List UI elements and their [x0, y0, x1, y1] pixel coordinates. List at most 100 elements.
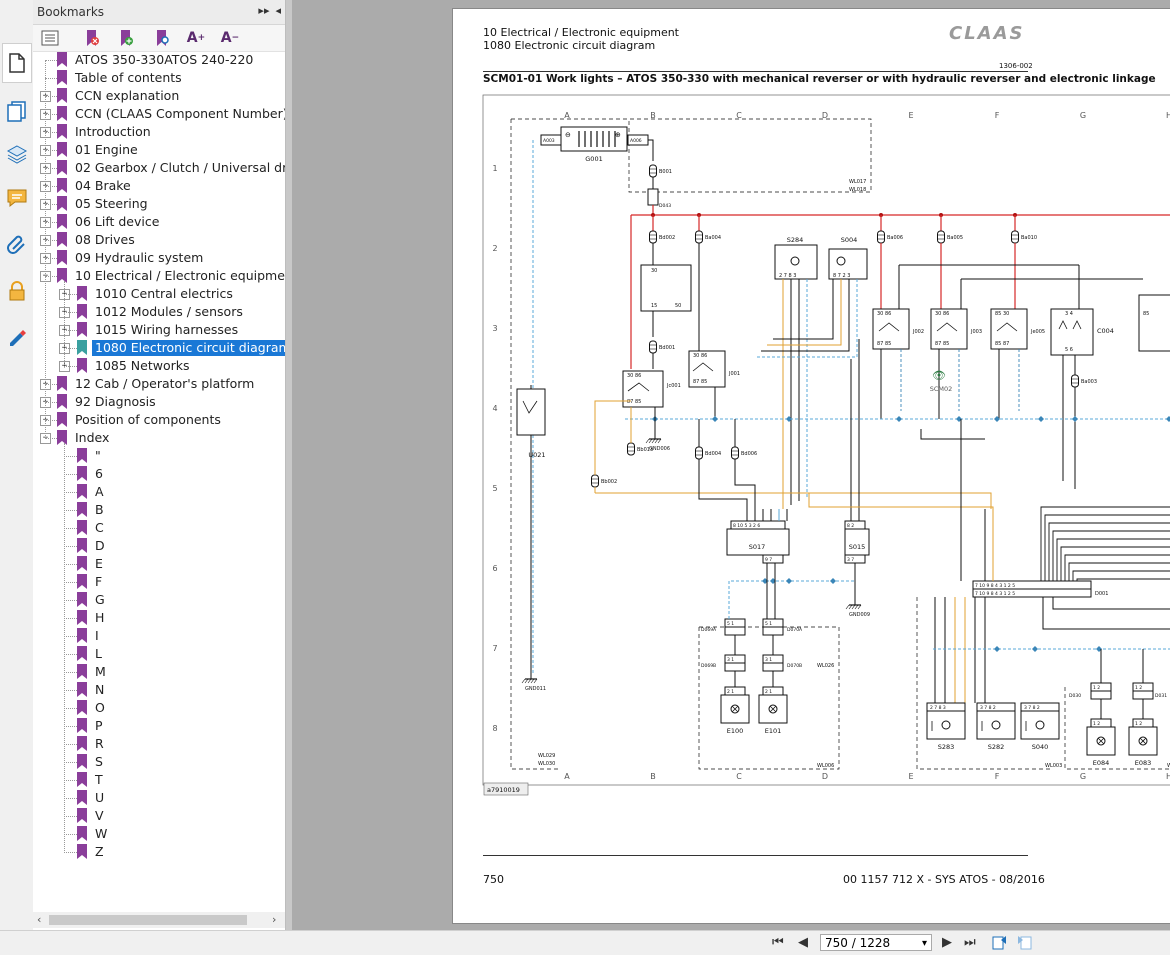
page-thumbnail-icon[interactable]: [2, 43, 32, 83]
bookmark-item[interactable]: ": [33, 447, 285, 465]
bookmark-item[interactable]: Table of contents: [33, 69, 285, 87]
page-number-input[interactable]: 750 / 1228 ▾: [820, 934, 932, 951]
pin-strip: [724, 662, 746, 672]
bookmark-item[interactable]: ATOS 350-330ATOS 240-220: [33, 51, 285, 69]
bookmark-item[interactable]: +08 Drives: [33, 231, 285, 249]
decrease-text-size-icon[interactable]: A−: [219, 28, 241, 48]
bookmark-item[interactable]: +05 Steering: [33, 195, 285, 213]
scroll-left-icon[interactable]: ‹: [37, 913, 42, 926]
bookmark-item[interactable]: +1012 Modules / sensors: [33, 303, 285, 321]
wire: [1058, 320, 1068, 330]
last-page-button[interactable]: ⏭: [964, 935, 976, 950]
pin-label: 3 1: [727, 657, 734, 663]
bookmark-item[interactable]: +12 Cab / Operator's platform: [33, 375, 285, 393]
bookmark-item[interactable]: +1085 Networks: [33, 357, 285, 375]
horizontal-scrollbar[interactable]: ‹ ›: [33, 912, 285, 928]
bookmark-item[interactable]: T: [33, 771, 285, 789]
bookmark-item[interactable]: +01 Engine: [33, 141, 285, 159]
bookmark-item[interactable]: +CCN explanation: [33, 87, 285, 105]
bookmark-item[interactable]: D: [33, 537, 285, 555]
previous-view-icon[interactable]: [992, 934, 1008, 954]
page-dropdown-icon[interactable]: ▾: [921, 938, 927, 949]
bookmark-item[interactable]: G: [33, 591, 285, 609]
tree-connector: [64, 726, 77, 727]
find-bookmark-icon[interactable]: [151, 28, 173, 48]
comments-icon[interactable]: [4, 185, 30, 211]
increase-text-size-icon[interactable]: A+: [185, 28, 207, 48]
grid-column-label: B: [650, 772, 656, 781]
bookmark-item[interactable]: A: [33, 483, 285, 501]
security-lock-icon[interactable]: [4, 278, 30, 304]
next-page-button[interactable]: ▶: [942, 935, 952, 950]
bookmark-item[interactable]: Z: [33, 843, 285, 861]
pages-icon[interactable]: [4, 98, 30, 124]
bookmark-item[interactable]: +92 Diagnosis: [33, 393, 285, 411]
bookmark-item[interactable]: N: [33, 681, 285, 699]
wire: [1064, 554, 1170, 581]
splice-point: [896, 416, 902, 422]
bookmark-item[interactable]: V: [33, 807, 285, 825]
bookmark-item[interactable]: P: [33, 717, 285, 735]
bookmark-item[interactable]: B: [33, 501, 285, 519]
collapse-panel-icon[interactable]: ◂: [275, 4, 281, 17]
scroll-right-icon[interactable]: ›: [272, 913, 277, 926]
harness-border: [698, 626, 840, 770]
bookmark-item[interactable]: 6: [33, 465, 285, 483]
wire: [1040, 506, 1170, 581]
bookmark-item[interactable]: +Position of components: [33, 411, 285, 429]
doc-code: 1306-002: [999, 62, 1033, 70]
bookmark-item[interactable]: +1080 Electronic circuit diagram: [33, 339, 285, 357]
pin-label: 30 86: [627, 373, 641, 379]
next-view-icon[interactable]: [1016, 934, 1032, 954]
harness-label: WL030: [538, 761, 555, 767]
bookmark-icon: [57, 106, 67, 121]
panel-splitter[interactable]: [286, 0, 292, 930]
panel-options-icon[interactable]: ▸▸: [258, 4, 270, 17]
attachments-icon[interactable]: [4, 231, 30, 257]
bookmark-item[interactable]: +09 Hydraulic system: [33, 249, 285, 267]
ground-hatch: [654, 438, 659, 444]
bookmark-item[interactable]: R: [33, 735, 285, 753]
bookmark-options-icon[interactable]: [39, 28, 61, 48]
new-bookmark-icon[interactable]: [115, 28, 137, 48]
bookmark-item[interactable]: +1015 Wiring harnesses: [33, 321, 285, 339]
bookmark-item[interactable]: −10 Electrical / Electronic equipment: [33, 267, 285, 285]
previous-page-button[interactable]: ◀: [798, 935, 808, 950]
switch-S064: [640, 264, 692, 312]
bookmark-item[interactable]: +Introduction: [33, 123, 285, 141]
wire: [1072, 320, 1082, 330]
bookmark-item[interactable]: U: [33, 789, 285, 807]
layers-icon[interactable]: [4, 141, 30, 167]
bookmark-item[interactable]: +1010 Central electrics: [33, 285, 285, 303]
bookmark-label: T: [95, 772, 103, 787]
bookmark-item[interactable]: +02 Gearbox / Clutch / Universal drive s: [33, 159, 285, 177]
bookmark-label: V: [95, 808, 104, 823]
bookmark-item[interactable]: C: [33, 519, 285, 537]
bookmark-item[interactable]: +06 Lift device: [33, 213, 285, 231]
bookmark-item[interactable]: I: [33, 627, 285, 645]
wire: [1052, 597, 1170, 610]
ground-hatch: [533, 678, 538, 684]
pin-strip: [762, 554, 784, 564]
signatures-icon[interactable]: [4, 323, 30, 349]
bookmark-item[interactable]: −Index: [33, 429, 285, 447]
bookmark-item[interactable]: O: [33, 699, 285, 717]
bookmark-item[interactable]: +CCN (CLAAS Component Number): [33, 105, 285, 123]
bookmark-item[interactable]: H: [33, 609, 285, 627]
bookmark-icon: [57, 394, 67, 409]
delete-bookmark-icon[interactable]: [81, 28, 103, 48]
pin-label: 85 30: [995, 311, 1009, 317]
scrollbar-thumb[interactable]: [49, 915, 247, 925]
bookmark-item[interactable]: E: [33, 555, 285, 573]
tree-connector: [64, 636, 77, 637]
ground-label: GND006: [649, 446, 670, 452]
first-page-button[interactable]: ⏮: [772, 935, 784, 950]
bookmark-item[interactable]: +04 Brake: [33, 177, 285, 195]
bookmark-item[interactable]: S: [33, 753, 285, 771]
bookmark-icon: [57, 250, 67, 265]
bookmark-item[interactable]: L: [33, 645, 285, 663]
bookmark-item[interactable]: W: [33, 825, 285, 843]
bookmark-item[interactable]: F: [33, 573, 285, 591]
bookmark-item[interactable]: M: [33, 663, 285, 681]
page-number: 750: [483, 873, 504, 886]
